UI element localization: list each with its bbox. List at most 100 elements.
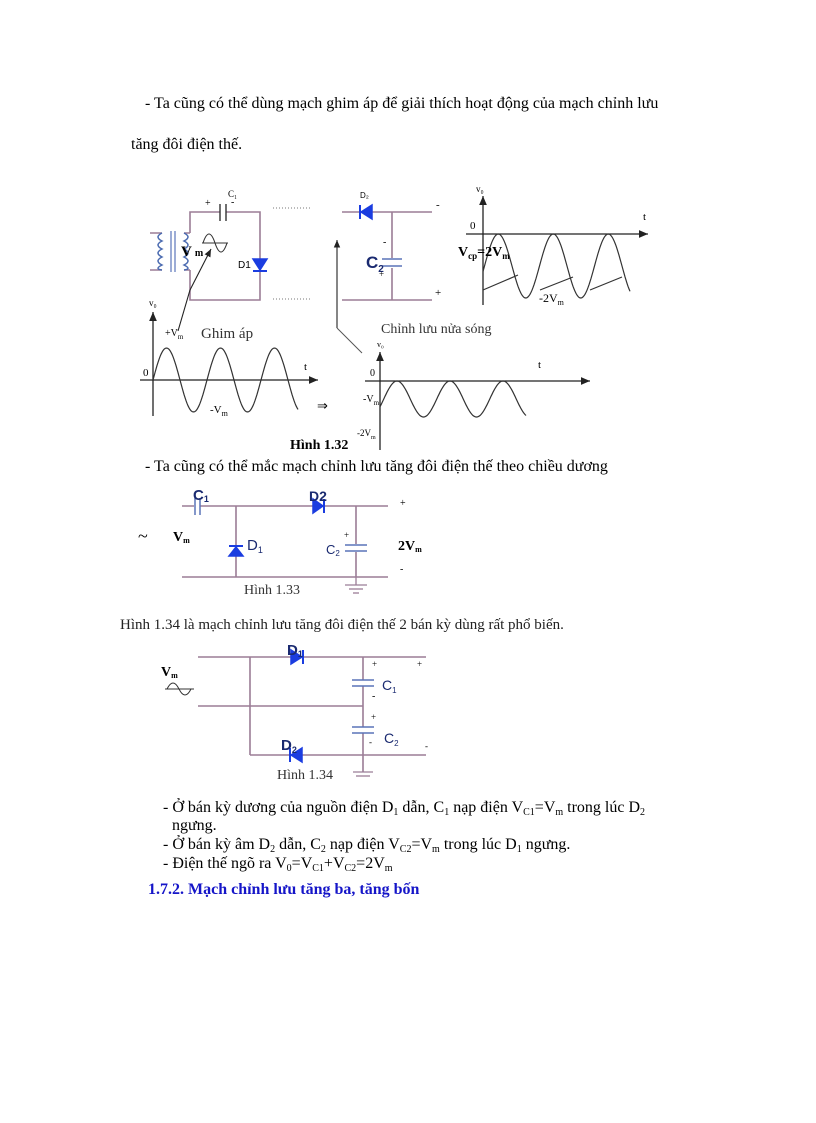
vcp-label: Vcp=2Vm [458,245,510,261]
axis-label: v₀ [377,340,384,349]
bullet-item: - Điện thế ngõ ra V0=VC1+VC2=2Vm [163,855,393,874]
ground-icon [353,771,373,777]
axis-label: -Vm [363,394,380,407]
diode-icon [359,203,373,221]
polarity-minus: - [231,197,234,208]
rectifier-label: Chỉnh lưu nửa sóng [381,322,491,337]
axis-label: 0 [470,220,476,232]
polarity-plus: + [205,198,211,209]
ac-source-icon: ~ [138,526,148,546]
subscript: m [384,863,393,874]
paragraph-text: - Ta cũng có thể mắc mạch chỉnh lưu tăng… [145,458,608,475]
text-run: ngưng. [172,817,217,834]
diode-icon [312,497,325,515]
diode-label: D₂ [360,191,369,200]
polarity-plus: + [379,269,384,279]
figure-caption: Hình 1.34 [277,768,333,783]
output-label: 2Vm [398,539,422,554]
axis-label: -2Vm [539,291,565,307]
polarity-plus: + [400,498,406,509]
rectified-output-graph: Chỉnh lưu nửa sóng v₀ 0 t -Vm -2Vm [357,322,590,450]
subscript: 1 [393,807,399,818]
text-run: - Điện thế ngõ ra V [163,855,287,872]
diode-label: D1 [238,260,251,271]
subscript: 1 [444,807,450,818]
section-heading: 1.7.2. Mạch chỉnh lưu tăng ba, tăng bốn [148,881,420,898]
polarity-plus: + [371,712,376,722]
capacitor-label: C1 [382,677,397,695]
polarity-plus: + [372,659,377,669]
axis-label: t [304,361,307,373]
bullet-item: - Ở bán kỳ âm D2 dẫn, C2 nạp điện VC2=Vm… [163,836,570,855]
axis-label: -Vm [210,404,229,418]
diode-icon [289,746,303,764]
subscript: 0 [286,863,292,874]
text-run: - Ở bán kỳ âm D [163,836,271,853]
axis-label: -2Vm [357,428,376,441]
subscript: 2 [270,844,276,855]
subscript: 2 [320,844,326,855]
axis-label: 0 [143,367,149,379]
polarity-plus: + [435,287,441,299]
subscript: m [432,844,440,855]
polarity-plus: + [344,530,349,540]
text-run: - Ở bán kỳ dương của nguồn điện D [163,799,394,816]
diode-label: D1 [247,537,263,555]
subscript: 2 [640,807,646,818]
capacitor-label: C2 [326,542,340,558]
input-graph: v₀ +Vm Ghim áp 0 t -Vm ⇒ [140,298,328,418]
capacitor-label: C₁ [228,189,237,199]
waveform [152,347,299,413]
figure-caption: Hình 1.32 [290,438,348,453]
waveform [379,380,527,418]
polarity-minus: - [425,741,428,751]
diode-icon [227,545,245,557]
sine-source-icon [165,682,194,696]
subscript: C2 [344,863,357,874]
implies-arrow: ⇒ [317,398,328,413]
diode-icon [251,258,269,272]
text-run: =V [291,855,313,872]
axis-label: 0 [370,368,375,379]
text-run: trong lúc D [563,799,641,816]
paragraph-text: Hình 1.34 là mạch chỉnh lưu tăng đôi điệ… [120,617,564,633]
diode-label: D2 [281,737,297,755]
text-run: dẫn, C [398,799,445,816]
clamped-output-graph: v₀ 0 t Vcp=2Vm -2Vm [458,184,648,307]
vm-label: Vm [173,530,190,545]
diode-icon [290,648,304,666]
subscript: C1 [312,863,324,874]
pointer-arrow [189,248,212,291]
vm-label: Vm [161,665,178,680]
axis-label: t [643,211,646,223]
ground-icon [345,577,367,594]
half-wave-rectifier-circuit: D₂ C2 - + - + [333,191,441,354]
clamp-label: Ghim áp [201,326,253,342]
subscript: C2 [399,844,412,855]
polarity-minus: - [369,737,372,747]
text-run: +V [323,855,345,872]
sine-source-icon [202,233,228,253]
polarity-minus: - [436,199,440,211]
figure-1-33: C1 D2 + ~ Vm D1 + C2 2Vm - Hình 1.33 [138,487,422,598]
polarity-plus: + [417,659,422,669]
bullet-item: - Ở bán kỳ dương của nguồn điện D1 dẫn, … [163,799,646,818]
capacitor-label: C2 [384,730,399,748]
polarity-minus: - [372,691,375,702]
diode-label: D1 [287,642,303,659]
subscript: C1 [523,807,535,818]
text-run: =V [411,836,433,853]
figure-caption: Hình 1.33 [244,583,300,598]
axis-label: v₀ [149,298,157,308]
text-run: dẫn, C [275,836,321,853]
axis-label: v₀ [476,184,484,194]
text-run: =V [534,799,556,816]
text-run: nạp điện V [449,799,524,816]
subscript: m [555,807,564,818]
text-run: nạp điện V [325,836,400,853]
paragraph-text: tăng đôi điện thế. [131,136,243,153]
